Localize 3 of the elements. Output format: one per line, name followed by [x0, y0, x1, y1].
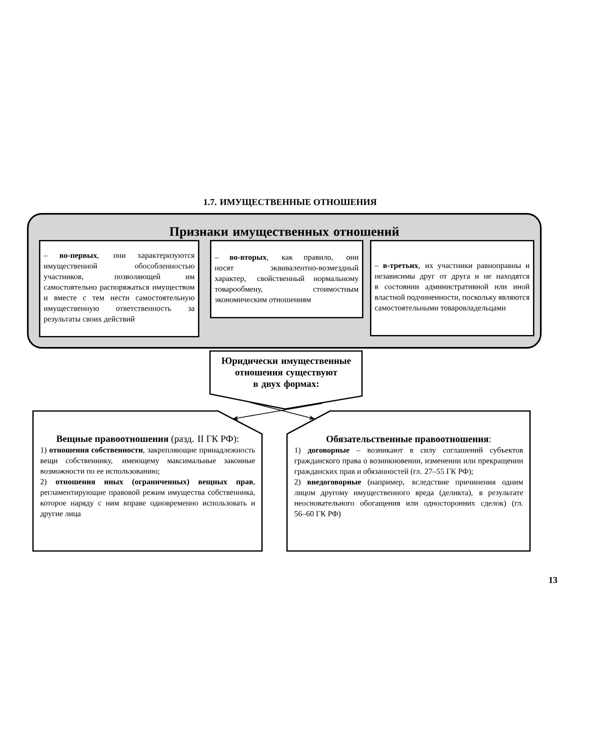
heading: 1.7. ИМУЩЕСТВЕННЫЕ ОТНОШЕНИЯ [204, 199, 377, 207]
page-number: 13 [549, 576, 558, 584]
callout-box: Юридически имущественные отношения существуют в двух формах: [209, 350, 363, 410]
